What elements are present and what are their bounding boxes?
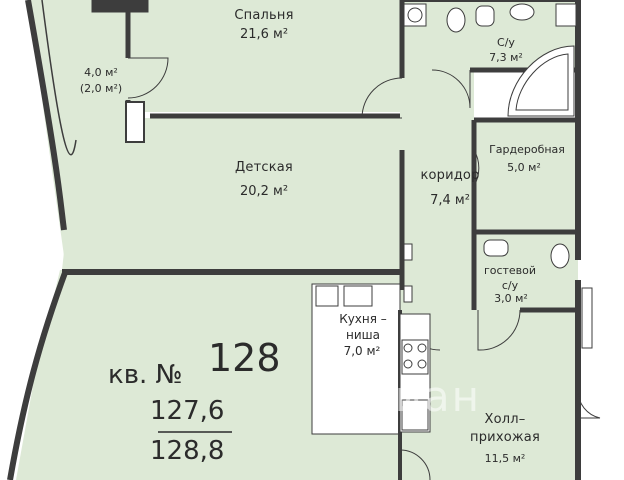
- hood: [315, 285, 339, 307]
- entrance-door: [577, 389, 601, 419]
- apartment-number: 128: [208, 336, 281, 380]
- guest-wc-name: гостевой: [483, 264, 537, 277]
- burner-4: [417, 359, 427, 369]
- hall-name-2: прихожая: [470, 430, 540, 445]
- corridor-area: 7,4 м²: [430, 193, 470, 208]
- total-area: 128,8: [150, 436, 225, 466]
- bathroom-area: 7,3 м²: [489, 51, 523, 64]
- burner-1: [403, 343, 413, 353]
- outer-curved-wall-lower: [7, 268, 69, 480]
- burner-3: [403, 359, 413, 369]
- guest-wc-door: [477, 309, 521, 351]
- guest-wc-area: 3,0 м²: [494, 292, 528, 305]
- kitchen-area: 7,0 м²: [343, 344, 381, 358]
- hall-area: 11,5 м²: [484, 452, 526, 465]
- apartment-prefix: кв. №: [108, 360, 183, 390]
- fridge: [401, 399, 429, 431]
- living-area: 127,6: [150, 396, 225, 426]
- kids-room-name: Детская: [235, 160, 293, 175]
- outlet-2: [403, 285, 413, 303]
- guest-sink: [483, 239, 509, 257]
- kitchen-name-2: ниша: [346, 328, 380, 342]
- watermark: Циан: [360, 372, 482, 421]
- bedroom-door: [361, 77, 403, 119]
- bath-sink: [509, 3, 535, 21]
- wardrobe-area: 5,0 м²: [507, 161, 541, 174]
- kitchen-sink: [343, 285, 373, 307]
- bedroom-name: Спальня: [234, 8, 294, 23]
- loggia-area: 4,0 м²: [84, 66, 118, 79]
- loggia-area-reduced: (2,0 м²): [79, 82, 123, 95]
- bathtub-inner: [515, 53, 569, 111]
- bedroom-floor: [128, 0, 400, 112]
- bedroom-area: 21,6 м²: [239, 27, 289, 42]
- outer-curved-wall: [25, 0, 67, 231]
- column: [91, 0, 149, 13]
- kids-room-floor: [62, 118, 400, 270]
- wardrobe-floor: [474, 118, 578, 230]
- bidet: [475, 5, 495, 27]
- washer-drum: [407, 7, 423, 23]
- kitchen-name: Кухня –: [339, 312, 387, 326]
- bathroom-name: С/у: [497, 36, 515, 49]
- bath-toilet: [446, 7, 466, 33]
- guest-toilet: [550, 243, 570, 269]
- radiator: [581, 287, 593, 349]
- walls: [7, 0, 581, 480]
- vent-shaft: [125, 101, 145, 143]
- kids-room-area: 20,2 м²: [239, 184, 289, 199]
- hall-name: Холл–: [484, 412, 526, 427]
- wardrobe-door: [473, 149, 480, 187]
- loggia-door: [127, 57, 169, 99]
- shower-tray: [555, 3, 577, 27]
- outlet-1: [403, 243, 413, 261]
- living-door: [399, 449, 431, 480]
- kitchen-niche: [311, 283, 401, 435]
- burner-2: [417, 343, 427, 353]
- wardrobe-name: Гардеробная: [489, 143, 565, 156]
- guest-wc-name-2: с/у: [501, 279, 519, 292]
- corridor-floor: [400, 70, 474, 310]
- living-floor: [16, 270, 400, 480]
- bathroom-door: [431, 69, 471, 109]
- balcony-rail: [41, 0, 77, 156]
- fixtures: [315, 3, 593, 433]
- corridor-name: коридор: [420, 168, 480, 183]
